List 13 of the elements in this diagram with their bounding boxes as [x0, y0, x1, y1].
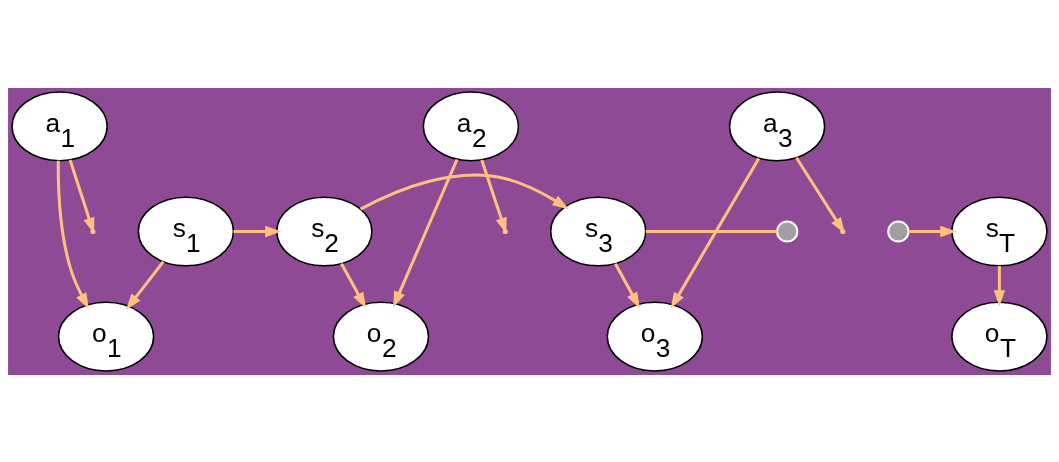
arrow: [233, 225, 282, 237]
arrow: [908, 225, 957, 237]
node-circle: [776, 219, 799, 243]
arrow: [993, 265, 1006, 307]
arrow: [614, 262, 640, 308]
arrow: [359, 173, 569, 210]
arrow: [670, 157, 761, 308]
arrow: [56, 160, 89, 309]
arrow: [393, 158, 459, 308]
arrow: [125, 260, 165, 310]
node-circle: [887, 219, 910, 243]
connector: [645, 229, 777, 233]
arrow: [340, 262, 367, 308]
